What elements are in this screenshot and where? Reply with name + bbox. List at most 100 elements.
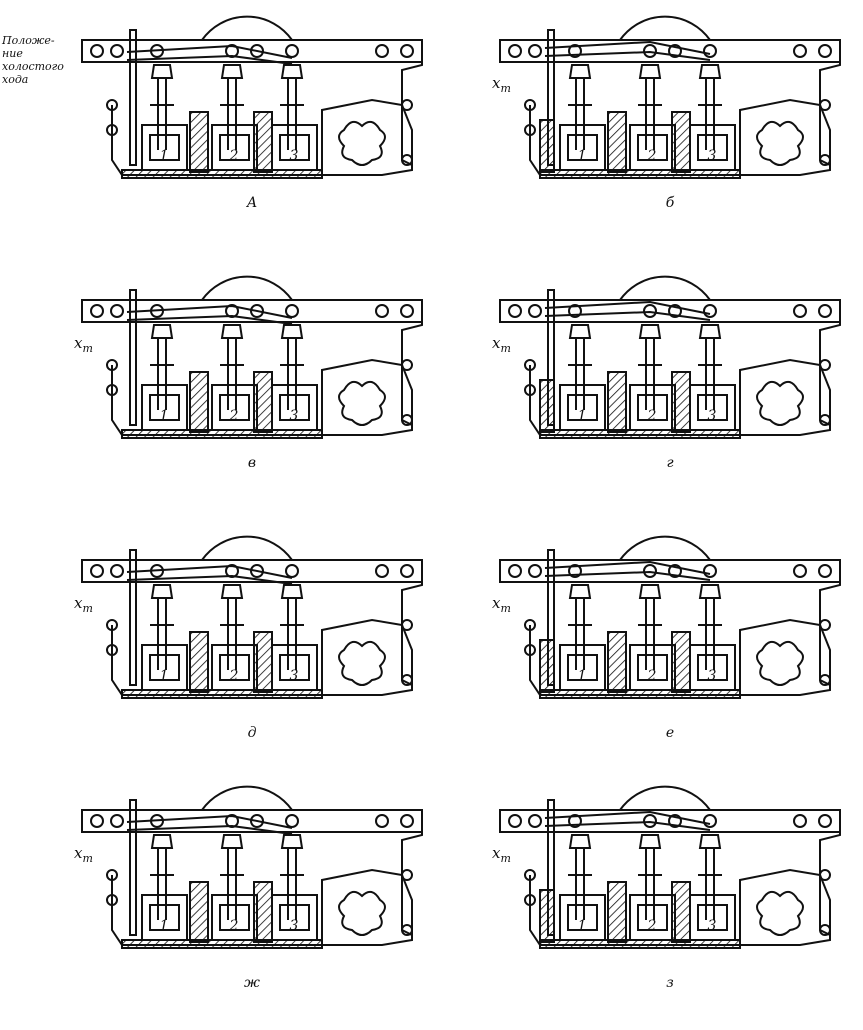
chamber-1-inner bbox=[149, 134, 180, 161]
pivot-circle bbox=[818, 814, 832, 828]
pivot-circle bbox=[375, 304, 389, 318]
position-label: xт bbox=[74, 334, 93, 355]
pivot-circle bbox=[90, 44, 104, 58]
chamber-number-3: 3 bbox=[708, 408, 717, 424]
pivot-circle bbox=[90, 564, 104, 578]
valve-nut bbox=[280, 834, 304, 849]
chamber-1 bbox=[141, 644, 188, 691]
mount-hole bbox=[106, 869, 118, 881]
clover-cutout bbox=[756, 120, 804, 166]
pivot-circle bbox=[818, 44, 832, 58]
chamber-number-1: 1 bbox=[578, 148, 587, 164]
mount-hole bbox=[819, 869, 831, 881]
arc-segment bbox=[201, 15, 293, 41]
pivot-circle bbox=[250, 44, 264, 58]
mount-hole bbox=[401, 99, 413, 111]
pivot-circle bbox=[110, 814, 124, 828]
pivot-circle bbox=[150, 44, 164, 58]
pivot-circle bbox=[668, 814, 682, 828]
chamber-2-inner bbox=[637, 394, 668, 421]
chamber-1 bbox=[559, 384, 606, 431]
lever-rod bbox=[129, 29, 137, 166]
mount-hole bbox=[106, 619, 118, 631]
partition-2 bbox=[671, 881, 691, 943]
valve-nut bbox=[150, 64, 174, 79]
panel-caption: б bbox=[665, 195, 675, 211]
mount-hole bbox=[401, 359, 413, 371]
chamber-1-inner bbox=[149, 904, 180, 931]
annotation-line: хода bbox=[2, 73, 29, 86]
chamber-1-inner bbox=[567, 394, 598, 421]
chamber-number-3: 3 bbox=[708, 668, 717, 684]
position-label: xт bbox=[492, 334, 511, 355]
mount-hole bbox=[819, 154, 831, 166]
position-label: xт bbox=[74, 594, 93, 615]
chamber-number-1: 1 bbox=[578, 668, 587, 684]
chamber-number-3: 3 bbox=[290, 918, 299, 934]
top-bar bbox=[81, 299, 423, 323]
pivot-circle bbox=[110, 304, 124, 318]
pivot-circle bbox=[225, 564, 239, 578]
chamber-1 bbox=[559, 644, 606, 691]
clover-cutout bbox=[756, 380, 804, 426]
position-subscript: т bbox=[500, 342, 510, 355]
pivot-circle bbox=[250, 814, 264, 828]
partition-2 bbox=[253, 881, 273, 943]
arc-segment bbox=[619, 535, 711, 561]
valve-nut bbox=[150, 834, 174, 849]
position-subscript: т bbox=[500, 602, 510, 615]
partition-left bbox=[539, 119, 555, 173]
pivot-circle bbox=[703, 44, 717, 58]
pivot-circle bbox=[375, 44, 389, 58]
chamber-number-2: 2 bbox=[229, 668, 239, 684]
pivot-circle bbox=[528, 814, 542, 828]
position-subscript: т bbox=[82, 852, 92, 865]
chamber-2-inner bbox=[637, 134, 668, 161]
valve-nut bbox=[698, 584, 722, 599]
partition-1 bbox=[607, 111, 627, 173]
chamber-3-inner bbox=[697, 394, 728, 421]
lever-rod bbox=[129, 549, 137, 686]
valve-nut bbox=[150, 324, 174, 339]
partition-2 bbox=[671, 631, 691, 693]
valve-nut bbox=[280, 324, 304, 339]
pivot-circle bbox=[793, 814, 807, 828]
pivot-circle bbox=[528, 564, 542, 578]
chamber-1 bbox=[559, 124, 606, 171]
pivot-circle bbox=[568, 564, 582, 578]
position-label: xт bbox=[74, 844, 93, 865]
pivot-circle bbox=[285, 814, 299, 828]
pivot-circle bbox=[668, 44, 682, 58]
chamber-number-1: 1 bbox=[160, 148, 169, 164]
pivot-circle bbox=[250, 304, 264, 318]
chamber-1 bbox=[141, 894, 188, 941]
chamber-1-inner bbox=[567, 904, 598, 931]
mount-hole bbox=[524, 869, 536, 881]
mount-hole bbox=[819, 414, 831, 426]
mount-hole bbox=[819, 99, 831, 111]
chamber-number-3: 3 bbox=[290, 408, 299, 424]
chamber-number-2: 2 bbox=[647, 408, 657, 424]
mount-hole bbox=[524, 644, 536, 656]
mount-hole bbox=[819, 674, 831, 686]
panel-caption: г bbox=[666, 455, 674, 471]
chamber-2-inner bbox=[219, 134, 250, 161]
pivot-circle bbox=[643, 44, 657, 58]
position-label: xт bbox=[492, 844, 511, 865]
partition-2 bbox=[253, 371, 273, 433]
pivot-circle bbox=[400, 814, 414, 828]
chamber-3-inner bbox=[697, 654, 728, 681]
chamber-2-inner bbox=[219, 904, 250, 931]
pivot-circle bbox=[643, 814, 657, 828]
clover-cutout bbox=[756, 640, 804, 686]
pivot-circle bbox=[285, 44, 299, 58]
partition-1 bbox=[607, 881, 627, 943]
